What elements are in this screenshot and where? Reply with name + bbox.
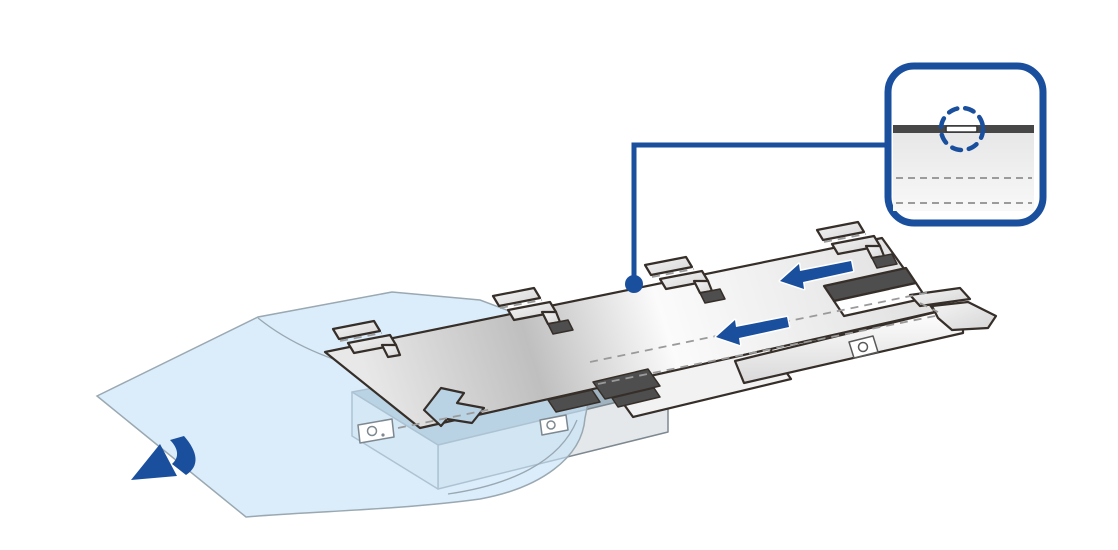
film-pull-arrow xyxy=(131,436,196,480)
tab-slot-dark xyxy=(547,319,574,335)
fold-line-dashed-3 xyxy=(397,408,493,429)
slide-direction-arrow-lower xyxy=(714,315,791,347)
locking-tab-group-4 xyxy=(815,220,898,269)
callout-panel xyxy=(893,133,1034,211)
slide-direction-arrow-upper xyxy=(778,259,855,291)
bracket-hole-icon xyxy=(366,425,378,437)
packaging-sheet xyxy=(323,220,998,430)
snap-hole-plate xyxy=(848,335,879,359)
callout-anchor-dot xyxy=(625,275,643,293)
tray-bracket-right xyxy=(539,414,569,436)
tab-slot-dark xyxy=(871,253,898,269)
left-notch-cut xyxy=(422,386,486,428)
tray-bracket-left xyxy=(357,418,395,444)
right-side-tab xyxy=(908,286,998,332)
locking-tab-group-1 xyxy=(331,319,402,359)
callout-leader-line xyxy=(631,142,886,278)
fold-slot-1 xyxy=(592,368,661,400)
callout-edge-notch xyxy=(945,125,978,133)
callout-highlight-circle xyxy=(938,105,986,153)
film-drape-line xyxy=(447,419,578,495)
locking-tab-group-2 xyxy=(491,286,574,335)
fold-slot-4 xyxy=(547,389,601,413)
snap-hole-icon xyxy=(857,341,869,353)
locking-tab-group-3 xyxy=(643,255,726,304)
fold-line-dashed-2 xyxy=(597,314,941,385)
fold-slot-2 xyxy=(611,387,661,408)
tab-slot-dark xyxy=(699,288,726,304)
bracket-hole-icon xyxy=(546,420,556,430)
callout xyxy=(625,62,1047,293)
